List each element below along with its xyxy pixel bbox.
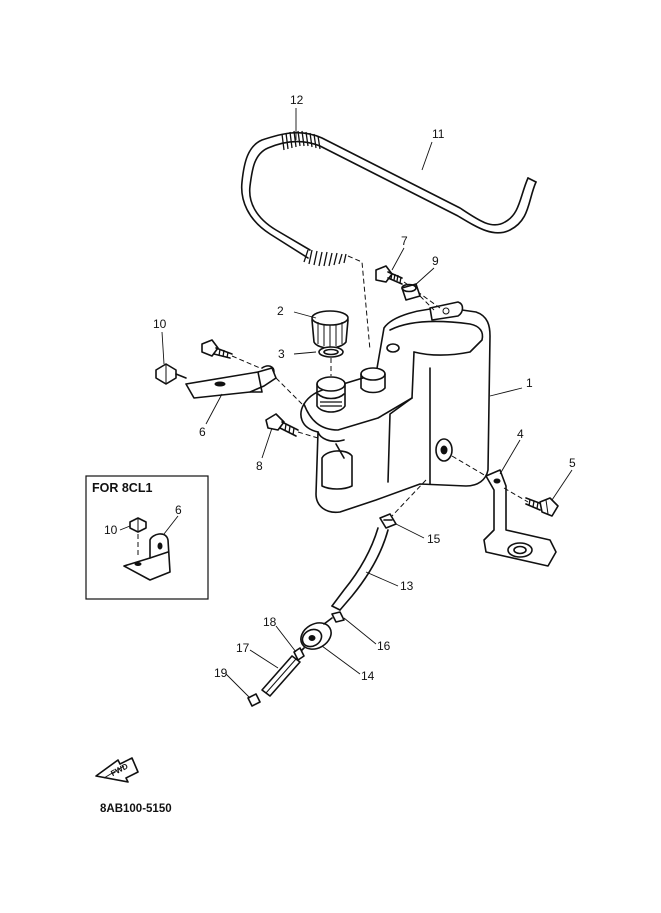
clip-19: [247, 693, 261, 707]
bracket-4-line: [451, 455, 487, 477]
bolt-5: [525, 497, 559, 517]
callout-1: 1: [526, 376, 533, 390]
diagram-code: 8AB100-5150: [100, 803, 172, 815]
callout-17: 17: [236, 641, 250, 655]
callout-11: 11: [432, 127, 445, 141]
bolt-upper-left: [201, 339, 233, 359]
callout-6: 6: [199, 425, 206, 439]
callout-13: 13: [400, 579, 414, 593]
hose-spring-upper: [281, 130, 321, 151]
tank-outlet-line: [391, 479, 427, 517]
hose-spring-lower: [303, 249, 347, 267]
bolt-8-line: [297, 431, 319, 439]
clip-16: [331, 611, 345, 623]
tank-cap: [311, 310, 349, 349]
callout-18: 18: [263, 615, 277, 629]
collar-9-line: [419, 295, 435, 311]
inset-callout-6: 6: [175, 503, 182, 517]
callout-9: 9: [432, 254, 439, 268]
clip-18: [293, 647, 305, 661]
fwd-arrow-icon: FWD: [95, 757, 139, 783]
oil-tank: [300, 301, 491, 514]
leader-lines: [161, 108, 573, 699]
bracket-6-line: [275, 377, 303, 405]
valve-14: [297, 617, 333, 655]
callout-14: 14: [361, 669, 375, 683]
hose-routing-line: [347, 255, 371, 351]
bracket-6: [185, 365, 277, 399]
callout-4: 4: [517, 427, 524, 441]
inset-box: FOR 8CL1 10 6: [85, 475, 209, 600]
callout-5: 5: [569, 456, 576, 470]
bolt-8: [265, 413, 299, 437]
callout-7: 7: [401, 234, 408, 248]
inset-callout-10: 10: [104, 523, 118, 537]
callout-3: 3: [278, 347, 285, 361]
hose-17: [261, 655, 301, 697]
cap-gasket: [318, 346, 344, 358]
callout-16: 16: [377, 639, 391, 653]
hose-13: [331, 527, 389, 611]
bolt-7: [375, 265, 403, 285]
callout-8: 8: [256, 459, 263, 473]
callout-19: 19: [214, 666, 228, 680]
clamp-15: [379, 513, 397, 529]
bracket-4: [483, 469, 557, 567]
collar-9: [401, 283, 421, 301]
breather-hose: [240, 131, 537, 259]
callout-12: 12: [290, 93, 304, 107]
callout-15: 15: [427, 532, 441, 546]
bolt-5-line: [503, 487, 529, 503]
callout-2: 2: [277, 304, 284, 318]
inset-title: FOR 8CL1: [92, 481, 152, 495]
bolt-10: [155, 363, 187, 385]
callout-10: 10: [153, 317, 167, 331]
bolt-upper-left-line: [231, 355, 261, 369]
